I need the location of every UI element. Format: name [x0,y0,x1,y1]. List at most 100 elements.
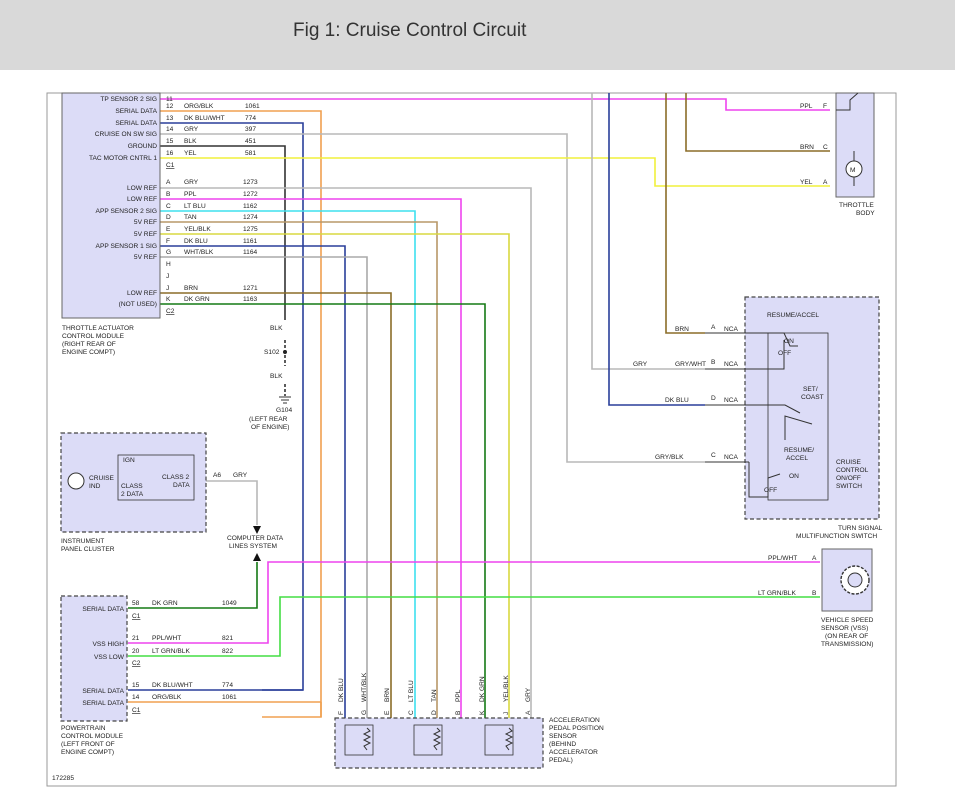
tac2-color-1: PPL [184,191,197,198]
tac2-color-10: DK GRN [184,296,210,303]
pcm-color-0: DK GRN [152,600,178,607]
tac2-color-4: YEL/BLK [184,226,211,233]
pcm-label-4: SERIAL DATA [82,700,124,707]
tac-circuit-3: 397 [245,126,256,133]
tac-c2-label: C2 [166,308,175,315]
pcm-conn-4: C1 [132,707,141,714]
tac2-circuit-9: 1271 [243,285,258,292]
tac2-pin-7: H [166,261,171,268]
wire-ltgrn-vss [128,596,820,657]
tac2-label-4: 5V REF [134,231,157,238]
mfs-conn-0: NCA [724,326,739,333]
app-pot-3 [484,724,514,756]
mfs-wire-0: BRN [675,326,689,333]
app-pot-2 [413,724,443,756]
app-resistor-1 [362,727,372,751]
cruise-ind-icon [67,472,85,490]
app-pin-f: F [338,711,345,715]
wire-dkgrn-pcm [128,562,258,609]
instrument-panel-cluster: IGN CRUISE IND CLASS 2 DATA CLASS 2 DATA… [60,432,248,553]
tac-pin-3: 14 [166,126,174,133]
tac2-color-9: BRN [184,285,198,292]
tb-pin-color-2: YEL [800,179,813,186]
tac2-label-5: APP SENSOR 1 SIG [96,243,157,250]
mfs-on: ON [784,338,794,345]
mfs-resume-accel: RESUME/ACCEL [767,312,819,319]
mfs-conn-2: NCA [724,397,739,404]
mfs-sw-1: CONTROL [836,467,869,474]
tac2-circuit-6: 1164 [243,249,258,256]
motor-label: M [850,167,856,174]
tac2-pin-6: G [166,249,171,256]
diagram-frame [46,92,897,787]
wire-ltblu-app2 [160,210,416,718]
vss-wire-1: LT GRN/BLK [758,590,796,597]
wire-yel-tac-motor [160,157,830,187]
app-name-0: ACCELERATION [549,717,600,724]
app-wire-a: GRY [525,687,532,702]
ground-g104: BLK S102 BLK G104 (LEFT REAR OF ENGINE) [249,325,292,431]
app-pin-k: K [479,710,486,715]
tb-name-1: BODY [856,210,875,217]
mfs-conn-1: NCA [724,361,739,368]
ipc-wire: GRY [233,472,248,479]
vss-hub-icon [847,572,863,588]
app-pin-labels: F DK BLU G WHT/BLK E BRN C LT BLU D TAN … [338,672,532,715]
app-pin-b: B [455,710,462,715]
app-wire-f: DK BLU [338,678,345,702]
data-lines-1: LINES SYSTEM [229,543,277,550]
mfs-off2: OFF [764,487,777,494]
tac-circuit-1: 1061 [245,103,260,110]
tac-module: TP SENSOR 2 SIG SERIAL DATA SERIAL DATA … [61,92,260,356]
app-wire-d: TAN [431,689,438,702]
app-pin-d: D [431,710,438,715]
ground-wire1-label: BLK [270,325,283,332]
tac2-label-6: 5V REF [134,254,157,261]
wire-pplwht-vss [128,561,820,644]
vss-pin-1: B [812,590,817,597]
mfs-sw-3: SWITCH [836,483,862,490]
pcm-circuit-2: 822 [222,648,233,655]
tac2-pin-4: E [166,226,171,233]
multifunction-switch: RESUME/ACCEL ON OFF SET/ COAST RESUME/ A… [633,296,883,540]
ipc-inner [117,454,195,501]
sensor-lead [836,92,859,111]
app-wire-j: YEL/BLK [503,675,510,702]
app-name-3: (BEHIND [549,741,576,748]
switch-contact-5 [748,462,781,498]
mfs-wire-2: DK BLU [665,397,689,404]
pcm-label-3: SERIAL DATA [82,688,124,695]
ipc-pin: A6 [213,472,221,479]
mfs-box [744,296,880,520]
tac2-label-2: APP SENSOR 2 SIG [96,208,157,215]
app-resistor-2 [432,727,442,751]
tac2-circuit-3: 1274 [243,214,258,221]
vss-name-3: TRANSMISSION) [821,641,873,648]
pcm-color-3: DK BLU/WHT [152,682,193,689]
mfs-set-0: SET/ [803,386,818,393]
pcm-name-3: ENGINE COMPT) [61,749,114,756]
wire-tan-5vref [160,221,438,718]
mfs-pin-0: A [711,324,716,331]
tac2-pin-5: F [166,238,170,245]
mfs-sw-0: CRUISE [836,459,862,466]
tac-label-0: TP SENSOR 2 SIG [100,96,157,103]
tac-pin-0: 11 [166,96,173,103]
ipc-class2-0: CLASS [121,483,143,490]
app-pin-c: C [408,710,415,715]
throttle-body-box [835,92,875,198]
pcm-pin-3: 15 [132,682,140,689]
tac2-circuit-4: 1275 [243,226,258,233]
pcm-name-0: POWERTRAIN [61,725,106,732]
tac2-pin-2: C [166,203,171,210]
mfs-set-1: COAST [801,394,824,401]
app-pin-g: G [361,710,368,715]
mfs-wire-3: GRY/BLK [655,454,684,461]
pcm-conn-0: C1 [132,613,141,620]
tac2-pin-0: A [166,179,171,186]
pcm-name-1: CONTROL MODULE [61,733,124,740]
mfs-on2: ON [789,473,799,480]
tac-color-2: DK BLU/WHT [184,115,225,122]
ground-wire2-label: BLK [270,373,283,380]
tac-name-1: CONTROL MODULE [62,333,125,340]
